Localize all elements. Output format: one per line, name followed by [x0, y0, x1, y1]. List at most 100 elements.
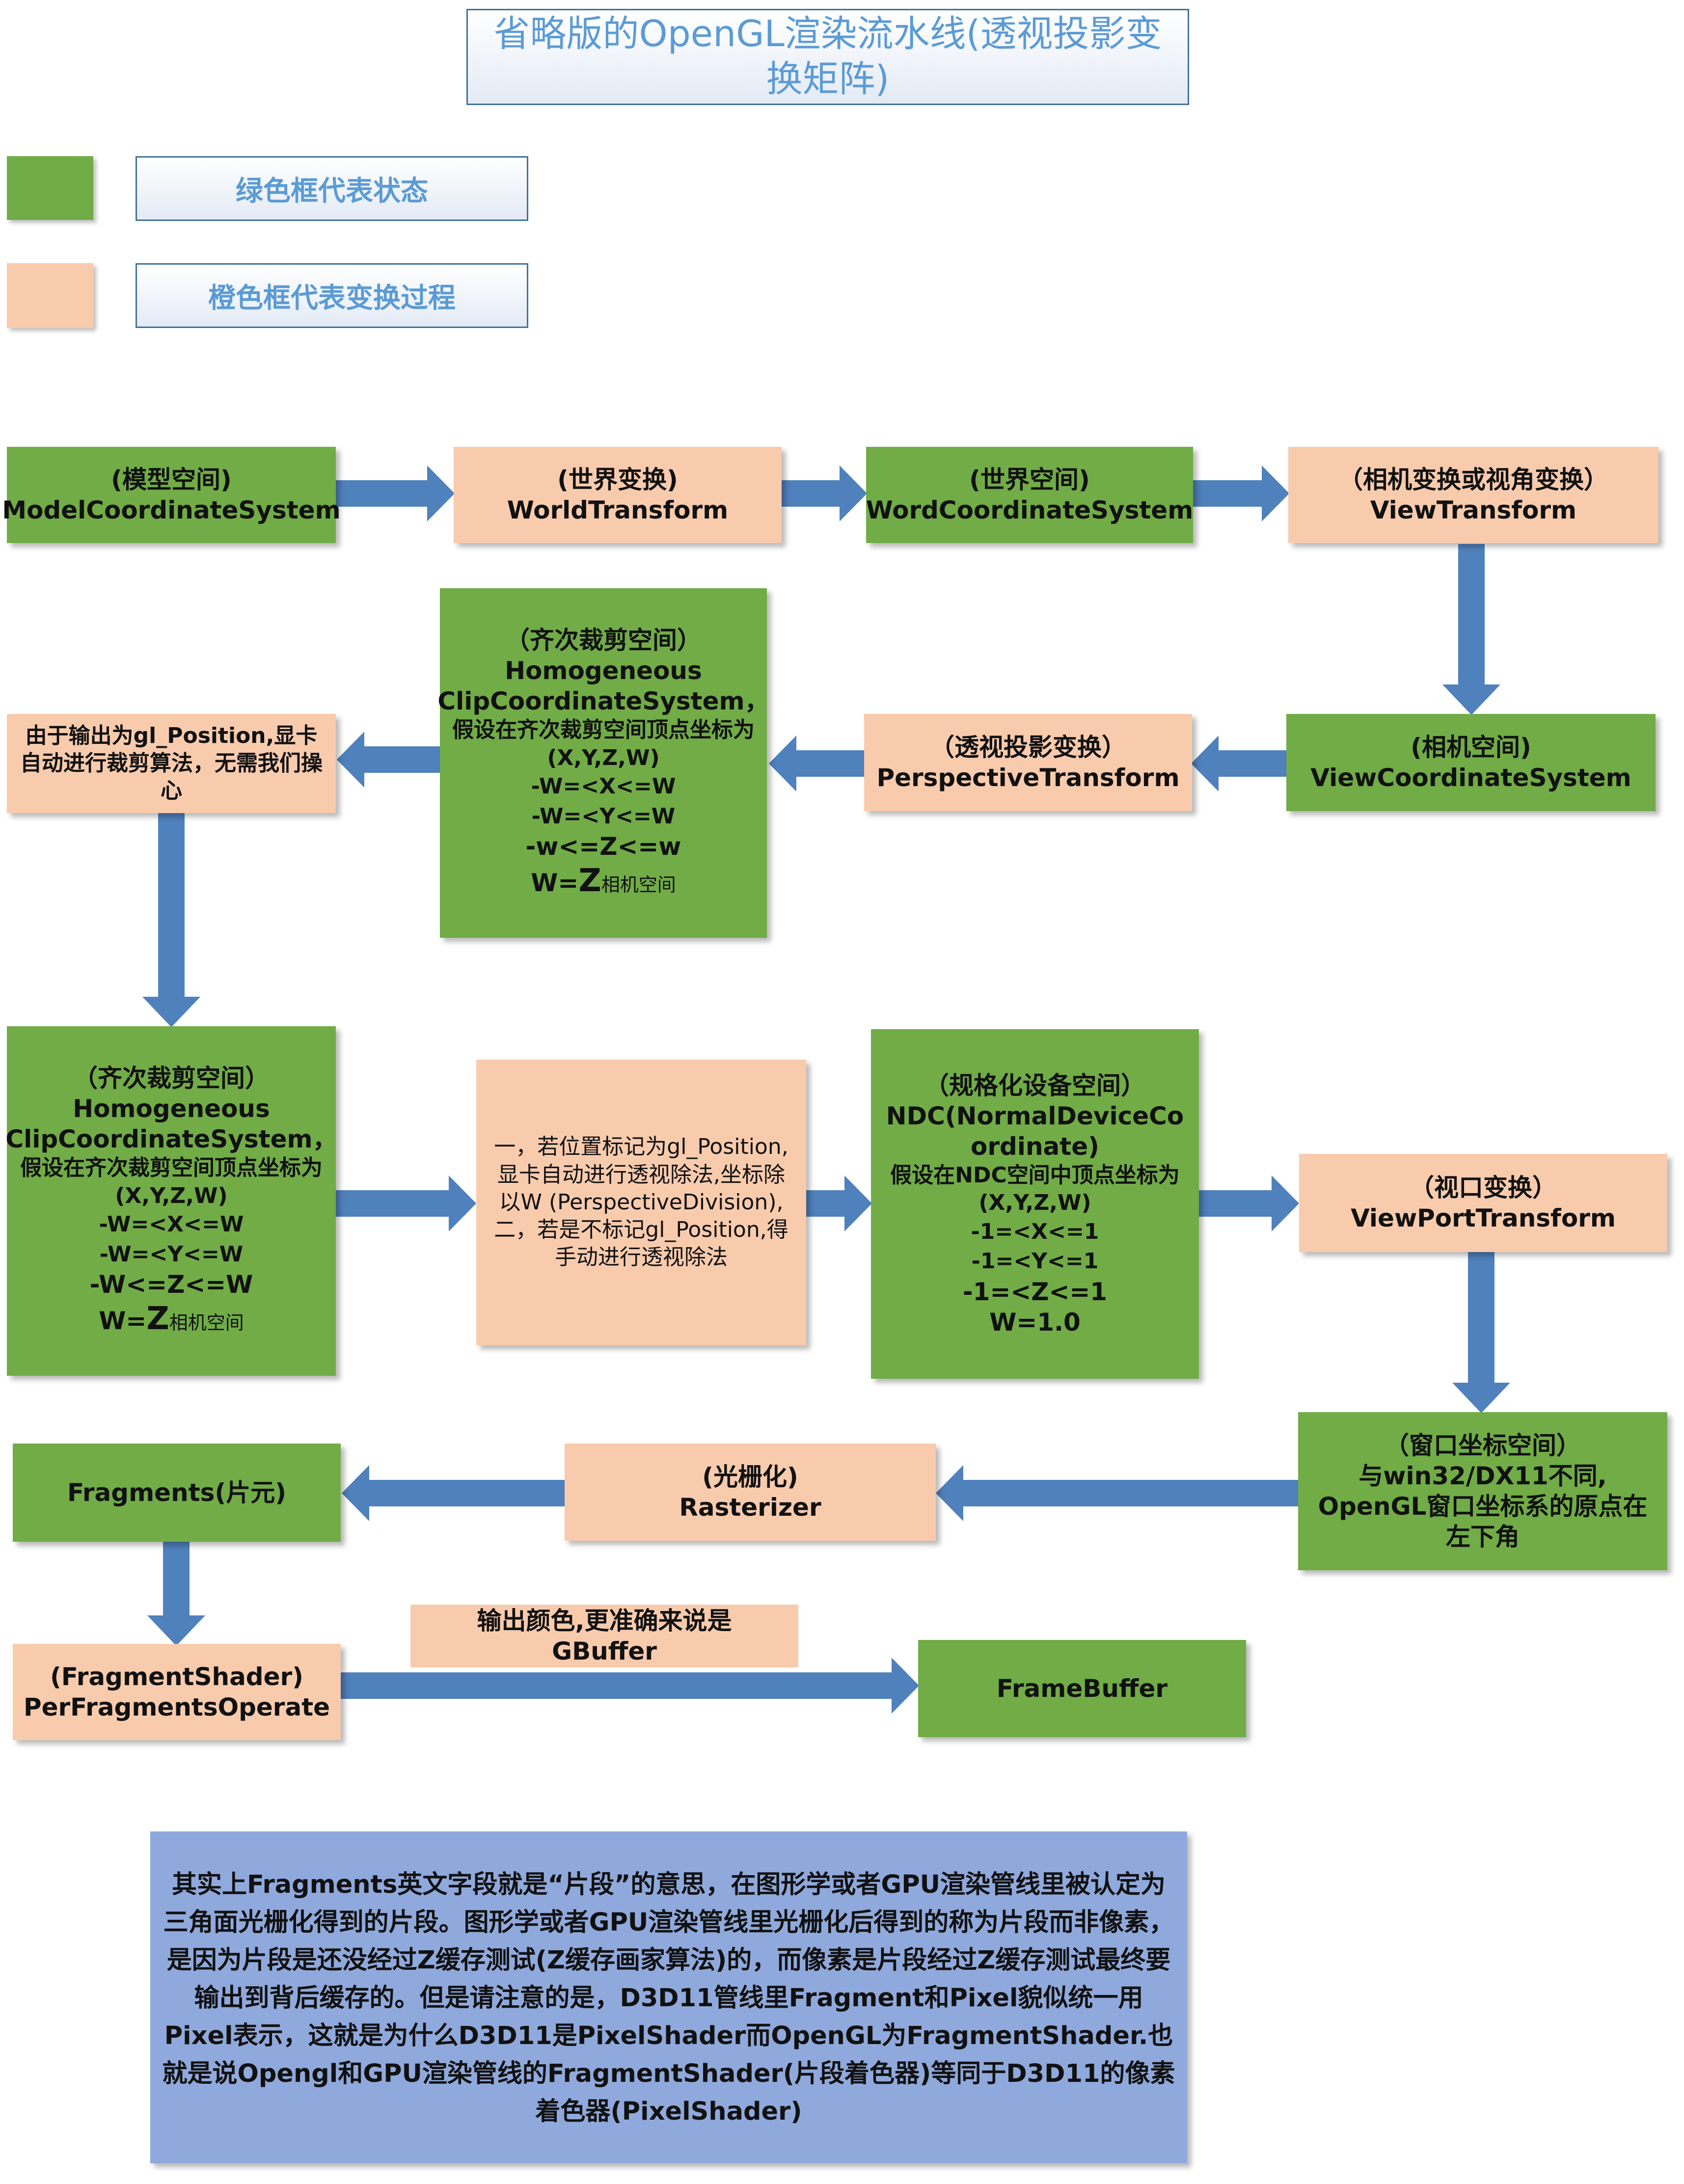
legend-orange-swatch: [7, 263, 93, 328]
perspective-transform-node: （透视投影变换） PerspectiveTransform: [864, 714, 1192, 811]
view-transform-node: （相机变换或视角变换） ViewTransform: [1288, 447, 1658, 543]
output-color-line1: 输出颜色,更准确来说是: [477, 1607, 732, 1635]
arrow-perspective-to-clip: [769, 736, 864, 792]
clip2-line7: -W<=Z<=W: [89, 1270, 253, 1299]
viewport-transform-node: （视口变换） ViewPortTransform: [1299, 1154, 1667, 1252]
diagram-title: 省略版的OpenGL渲染流水线(透视投影变换矩阵): [466, 9, 1189, 105]
clip2-w-prefix: W=: [99, 1307, 147, 1336]
perspdiv-line1: 一，若位置标记为gl_Position,显卡自动进行透视除法,坐标除以W (Pe…: [494, 1134, 788, 1215]
framebuffer-label: FrameBuffer: [996, 1674, 1168, 1703]
world-transform-label-en: WorldTransform: [507, 496, 729, 524]
rasterizer-label-en: Rasterizer: [679, 1493, 821, 1522]
clip2-line3: ClipCoordinateSystem，: [5, 1125, 337, 1154]
view-space-label-en: ViewCoordinateSystem: [1310, 764, 1631, 792]
model-space-label-cn: (模型空间): [111, 465, 232, 494]
view-space-label-cn: (相机空间): [1411, 733, 1531, 762]
world-space-label-cn: (世界空间): [969, 465, 1090, 494]
arrow-autoclip-to-clip2: [142, 813, 200, 1027]
fragments-note-text: 其实上Fragments英文字段就是“片段”的意思，在图形学或者GPU渲染管线里…: [162, 1870, 1175, 2126]
framebuffer-node: FrameBuffer: [918, 1640, 1246, 1737]
arrow-fragments-to-shader: [147, 1542, 205, 1646]
arrow-viewspace-to-perspective: [1191, 736, 1286, 792]
perspective-transform-label-en: PerspectiveTransform: [876, 764, 1180, 792]
fragment-shader-node: (FragmentShader) PerFragmentsOperate: [13, 1644, 341, 1740]
arrow-perspdiv-to-ndc: [806, 1175, 872, 1231]
clip2-line4: 假设在齐次裁剪空间顶点坐标为(X,Y,Z,W): [20, 1155, 323, 1208]
fragments-label: Fragments(片元): [67, 1478, 287, 1507]
world-space-label-en: WordCoordinateSystem: [866, 496, 1194, 524]
arrow-viewtransform-to-viewspace: [1442, 544, 1500, 715]
rasterizer-node: (光栅化) Rasterizer: [565, 1444, 936, 1541]
clip2-line1: （齐次裁剪空间）: [73, 1064, 270, 1093]
legend-orange-label: 橙色框代表变换过程: [136, 263, 528, 328]
clip2-line6: -W=<Y<=W: [99, 1241, 244, 1267]
clip2-w-big: Z: [146, 1301, 169, 1338]
arrow-clip-to-autoclip: [337, 732, 440, 788]
auto-clip-node: 由于输出为gl_Position,显卡自动进行裁剪算法，无需我们操心: [7, 714, 336, 813]
ndc-line3: 假设在NDC空间中顶点坐标为(X,Y,Z,W): [890, 1162, 1180, 1216]
clip1-w-prefix: W=: [531, 869, 579, 898]
world-transform-label-cn: (世界变换): [557, 465, 678, 494]
ndc-space-node: （规格化设备空间） NDC(NormalDeviceCoordinate) 假设…: [871, 1029, 1199, 1379]
diagram-title-text: 省略版的OpenGL渲染流水线(透视投影变换矩阵): [493, 13, 1162, 100]
arrow-rasterizer-to-fragments: [342, 1465, 565, 1521]
ndc-line7: W=1.0: [989, 1308, 1081, 1337]
clip-space-node-2: （齐次裁剪空间） Homogeneous ClipCoordinateSyste…: [5, 1026, 337, 1376]
clip1-line6: -W=<Y<=W: [531, 803, 676, 829]
arrow-clip2-to-perspdiv: [336, 1175, 476, 1231]
legend-green-label: 绿色框代表状态: [136, 156, 528, 221]
ndc-line4: -1=<X<=1: [971, 1219, 1099, 1244]
world-transform-node: (世界变换) WorldTransform: [454, 447, 782, 543]
legend-green-text: 绿色框代表状态: [236, 175, 428, 207]
arrow-model-to-worldtransform: [336, 465, 455, 521]
fragments-note: 其实上Fragments英文字段就是“片段”的意思，在图形学或者GPU渲染管线里…: [150, 1831, 1187, 2163]
clip2-line5: -W=<X<=W: [99, 1211, 244, 1237]
window-line1: （窗口坐标空间）: [1385, 1431, 1581, 1460]
perspdiv-line2: 二，若是不标记gl_Position,得手动进行透视除法: [494, 1217, 788, 1270]
perspective-division-node: 一，若位置标记为gl_Position,显卡自动进行透视除法,坐标除以W (Pe…: [476, 1060, 806, 1345]
view-transform-label-cn: （相机变换或视角变换）: [1338, 465, 1608, 494]
model-space-label-en: ModelCoordinateSystem: [2, 496, 341, 524]
output-color-line2: GBuffer: [552, 1637, 657, 1665]
window-space-node: （窗口坐标空间） 与win32/DX11不同, OpenGL窗口坐标系的原点在左…: [1298, 1412, 1667, 1570]
ndc-line6: -1=<Z<=1: [962, 1278, 1108, 1307]
model-space-node: (模型空间) ModelCoordinateSystem: [2, 447, 341, 543]
ndc-line2: NDC(NormalDeviceCoordinate): [886, 1101, 1184, 1161]
fragment-shader-label-1: (FragmentShader): [50, 1663, 304, 1691]
view-space-node: (相机空间) ViewCoordinateSystem: [1286, 714, 1656, 811]
world-space-node: (世界空间) WordCoordinateSystem: [866, 447, 1193, 543]
clip-space-node-1: （齐次裁剪空间） Homogeneous ClipCoordinateSyste…: [437, 588, 769, 938]
window-line3: OpenGL窗口坐标系的原点在左下角: [1318, 1492, 1648, 1551]
clip1-line1: （齐次裁剪空间）: [505, 626, 702, 655]
view-transform-label-en: ViewTransform: [1370, 496, 1577, 524]
ndc-line5: -1=<Y<=1: [971, 1249, 1099, 1274]
arrow-worldtransform-to-worldspace: [782, 465, 867, 521]
fragment-shader-label-2: PerFragmentsOperate: [23, 1693, 330, 1721]
clip1-line4: 假设在齐次裁剪空间顶点坐标为(X,Y,Z,W): [452, 717, 755, 770]
auto-clip-text: 由于输出为gl_Position,显卡自动进行裁剪算法，无需我们操心: [20, 723, 323, 804]
perspective-transform-label-cn: （透视投影变换）: [930, 733, 1126, 762]
viewport-label-cn: （视口变换）: [1410, 1174, 1557, 1202]
window-line2: 与win32/DX11不同,: [1358, 1462, 1607, 1490]
clip1-line2: Homogeneous: [505, 656, 702, 685]
arrow-viewport-to-window: [1452, 1252, 1510, 1413]
viewport-label-en: ViewPortTransform: [1351, 1204, 1616, 1232]
clip1-w-suffix: 相机空间: [601, 874, 676, 896]
clip1-line5: -W=<X<=W: [531, 773, 676, 799]
arrow-ndc-to-viewport: [1199, 1175, 1299, 1231]
clip1-w-line: W=Z相机空间: [531, 862, 676, 901]
clip2-w-suffix: 相机空间: [169, 1312, 244, 1334]
arrow-worldspace-to-viewtransform: [1193, 465, 1289, 521]
legend-orange-text: 橙色框代表变换过程: [208, 282, 456, 314]
fragments-node: Fragments(片元): [13, 1444, 341, 1542]
clip2-line2: Homogeneous: [73, 1094, 270, 1123]
legend-green-swatch: [7, 156, 93, 220]
arrow-window-to-rasterizer: [936, 1465, 1298, 1521]
clip1-line7: -w<=Z<=w: [525, 832, 681, 861]
arrow-shader-to-framebuffer: [341, 1658, 919, 1714]
rasterizer-label-cn: (光栅化): [702, 1463, 798, 1491]
clip2-w-line: W=Z相机空间: [99, 1300, 244, 1338]
ndc-line1: （规格化设备空间）: [924, 1071, 1145, 1100]
clip1-w-big: Z: [578, 863, 601, 900]
clip1-line3: ClipCoordinateSystem，: [437, 687, 769, 716]
